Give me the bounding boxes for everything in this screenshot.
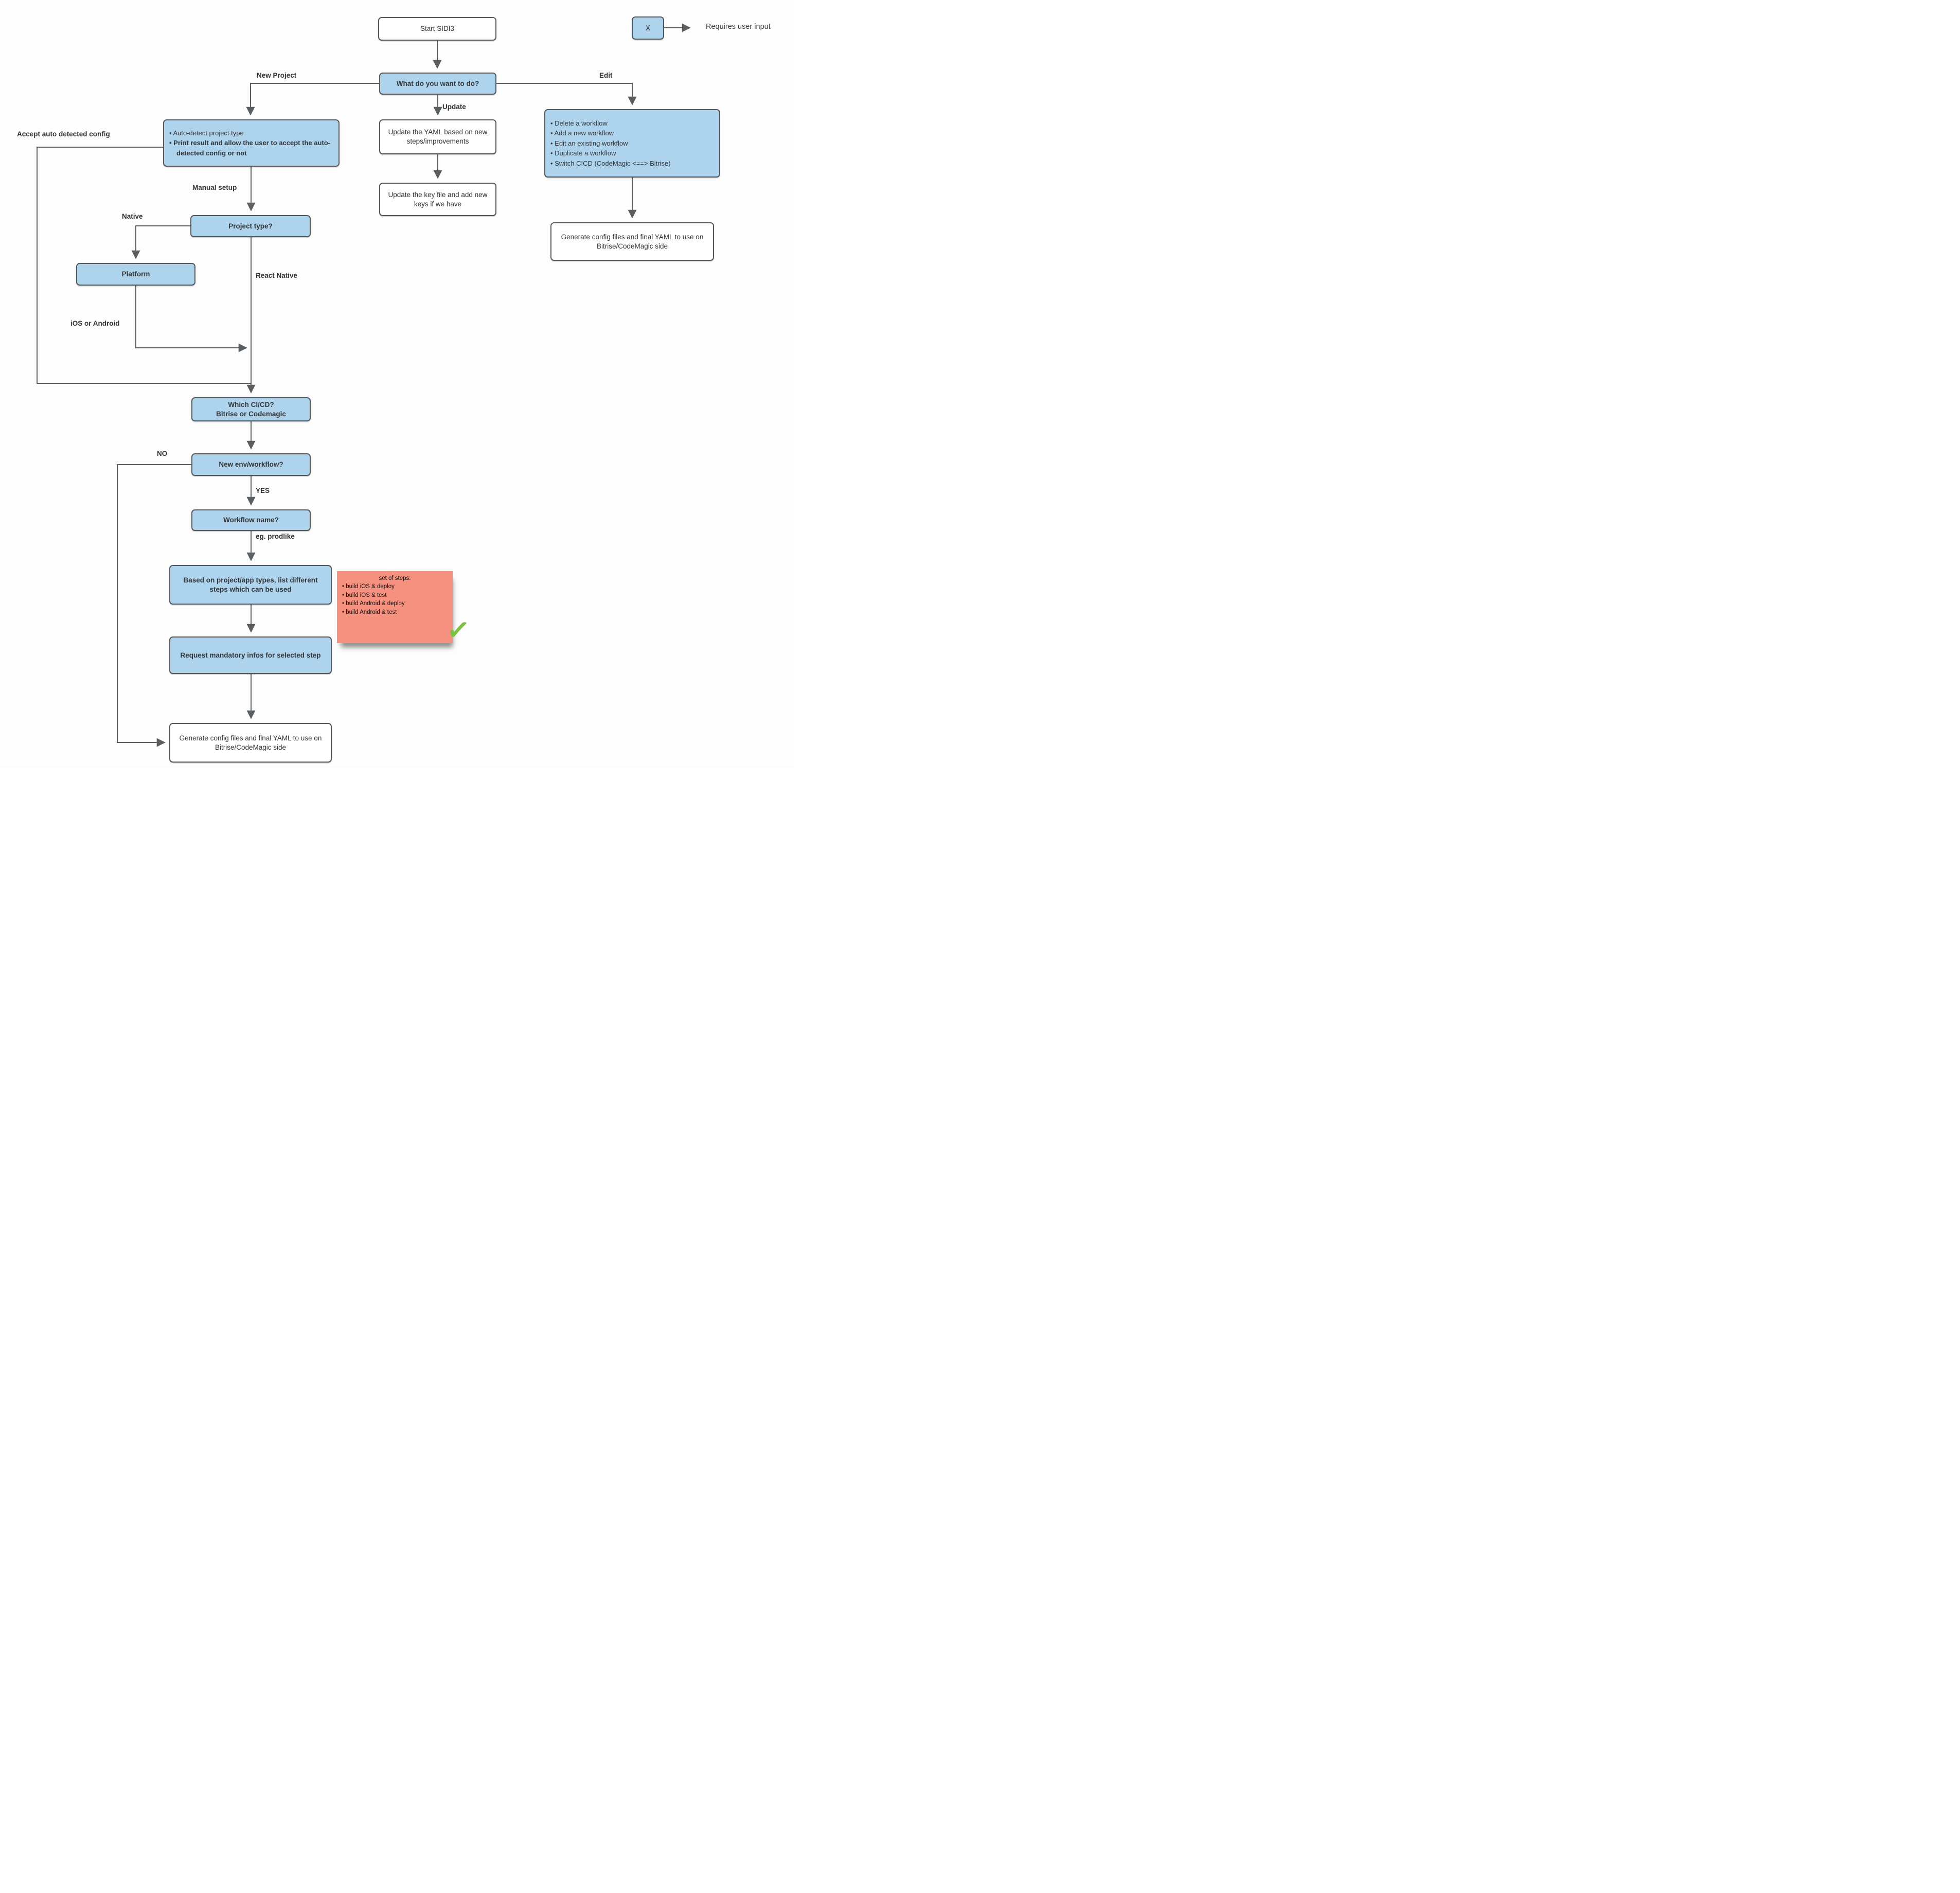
- sticky-note-item: build Android & deploy: [342, 599, 448, 608]
- edge-label-edit: Edit: [599, 72, 613, 79]
- edit-option-item: Delete a workflow: [550, 118, 608, 129]
- legend-symbol: X: [645, 24, 650, 32]
- node-start-label: Start SIDI3: [420, 25, 455, 33]
- edge-label-accept-config: Accept auto detected config: [17, 130, 110, 138]
- legend-label: Requires user input: [706, 23, 771, 31]
- node-request-infos: Request mandatory infos for selected ste…: [169, 636, 332, 674]
- sticky-note-title: set of steps:: [379, 575, 411, 581]
- edit-option-item: Edit an existing workflow: [550, 138, 628, 149]
- node-which-cicd: Which CI/CD? Bitrise or Codemagic: [191, 397, 311, 421]
- node-update-keys: Update the key file and add new keys if …: [379, 183, 496, 216]
- node-auto-detect: Auto-detect project type Print result an…: [163, 119, 340, 167]
- edit-option-item: Duplicate a workflow: [550, 148, 616, 158]
- edge-label-update: Update: [442, 103, 466, 111]
- auto-detect-item: Auto-detect project type: [169, 128, 243, 138]
- node-what-do-you-want: What do you want to do?: [379, 73, 496, 95]
- node-generate-right-label: Generate config files and final YAML to …: [561, 233, 704, 250]
- node-project-type-label: Project type?: [228, 222, 273, 230]
- node-platform-label: Platform: [121, 270, 150, 278]
- node-list-steps-label: Based on project/app types, list differe…: [183, 576, 318, 593]
- node-update-yaml: Update the YAML based on new steps/impro…: [379, 119, 496, 154]
- sticky-note-item: build Android & test: [342, 608, 448, 617]
- node-list-steps: Based on project/app types, list differe…: [169, 565, 332, 605]
- node-update-keys-label: Update the key file and add new keys if …: [388, 190, 488, 208]
- node-new-env-label: New env/workflow?: [219, 461, 283, 469]
- auto-detect-item: Print result and allow the user to accep…: [169, 138, 333, 158]
- edge-label-new-project: New Project: [257, 72, 297, 79]
- flowchart-canvas: X Requires user input Start SIDI3 What d…: [0, 0, 795, 768]
- node-new-env: New env/workflow?: [191, 453, 311, 476]
- sticky-note-item: build iOS & deploy: [342, 582, 448, 591]
- node-which-cicd-line1: Which CI/CD?: [228, 400, 274, 409]
- edge-label-no: NO: [157, 450, 168, 457]
- node-start: Start SIDI3: [378, 17, 496, 41]
- edit-option-item: Switch CICD (CodeMagic <==> Bitrise): [550, 158, 670, 169]
- node-request-infos-label: Request mandatory infos for selected ste…: [180, 651, 321, 659]
- node-generate-bottom: Generate config files and final YAML to …: [169, 723, 332, 763]
- node-workflow-name-label: Workflow name?: [223, 516, 279, 524]
- edge-label-native: Native: [122, 213, 143, 220]
- node-generate-right: Generate config files and final YAML to …: [550, 222, 714, 261]
- node-edit-options: Delete a workflow Add a new workflow Edi…: [544, 109, 720, 178]
- node-workflow-name: Workflow name?: [191, 509, 311, 531]
- edge-label-react-native: React Native: [256, 272, 298, 279]
- sticky-note-set-of-steps: set of steps: build iOS & deploy build i…: [337, 571, 453, 643]
- node-project-type: Project type?: [190, 215, 311, 237]
- node-generate-bottom-label: Generate config files and final YAML to …: [179, 734, 322, 751]
- edit-option-item: Add a new workflow: [550, 128, 614, 138]
- edge-label-yes: YES: [256, 487, 270, 494]
- check-icon: ✓: [444, 613, 472, 647]
- legend-user-input-box: X: [632, 16, 664, 40]
- connector-lines: [37, 23, 691, 747]
- edge-label-ios-or-android: iOS or Android: [70, 320, 120, 327]
- node-update-yaml-label: Update the YAML based on new steps/impro…: [388, 128, 488, 145]
- node-what-label: What do you want to do?: [396, 79, 479, 87]
- sticky-note-item: build iOS & test: [342, 591, 448, 600]
- node-platform: Platform: [76, 263, 195, 286]
- edge-label-eg-prodlike: eg. prodlike: [256, 533, 295, 540]
- node-which-cicd-line2: Bitrise or Codemagic: [216, 410, 286, 418]
- edge-label-manual-setup: Manual setup: [192, 184, 237, 191]
